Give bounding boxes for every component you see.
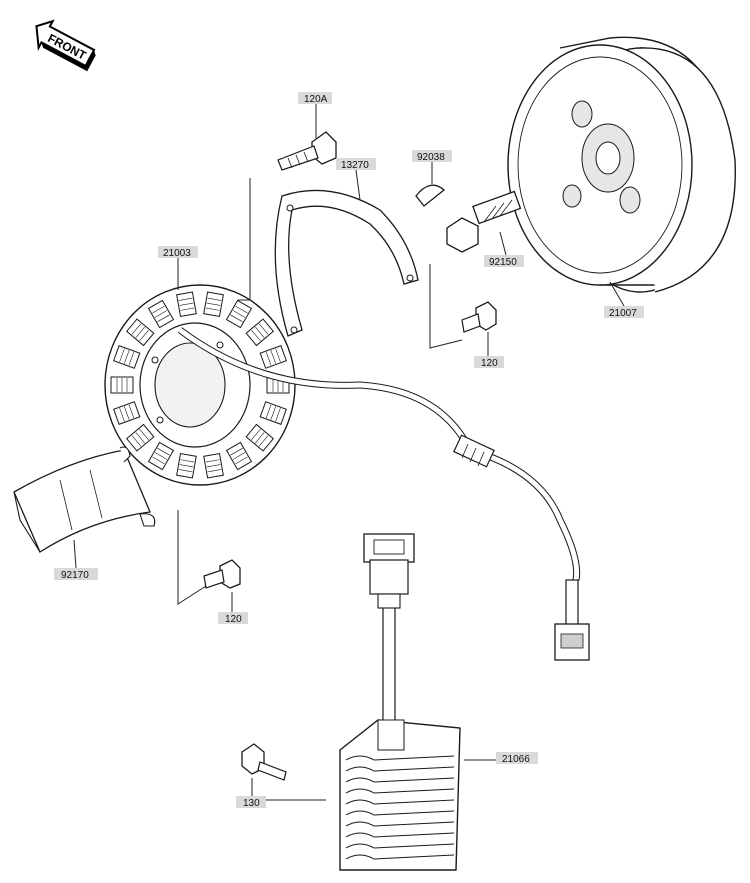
stator-winding-line <box>154 310 168 318</box>
stator-winding-line <box>255 326 265 338</box>
part-label-130[interactable]: 130 <box>236 796 266 809</box>
stator-winding-line <box>206 302 221 306</box>
regulator-fin <box>345 854 455 860</box>
part-label-92170[interactable]: 92170 <box>54 568 98 581</box>
stator-plate <box>274 189 419 337</box>
svg-text:21066: 21066 <box>502 754 530 765</box>
stator-winding-line <box>131 435 142 447</box>
regulator-fin <box>345 755 455 761</box>
part-label-120-lower[interactable]: 120 <box>218 612 248 625</box>
part-label-21007[interactable]: 21007 <box>604 306 644 319</box>
stator-winding-line <box>154 452 168 460</box>
stator-winding-line <box>258 435 269 447</box>
svg-text:120: 120 <box>481 358 498 369</box>
woodruff-key <box>415 184 446 207</box>
stator-winding-line <box>119 348 125 362</box>
regulator-rectifier <box>339 533 461 871</box>
stator-winding-line <box>152 305 165 314</box>
part-label-21003[interactable]: 21003 <box>158 246 198 259</box>
svg-text:92150: 92150 <box>489 257 517 268</box>
stator-winding-line <box>258 323 269 335</box>
stator-winding-line <box>265 351 272 366</box>
stator-winding-line <box>135 432 145 444</box>
svg-text:120: 120 <box>225 614 242 625</box>
svg-text:120A: 120A <box>304 94 328 105</box>
stator-winding-line <box>135 326 145 338</box>
stator-winding-line <box>206 464 221 468</box>
bolt-120a <box>277 131 337 171</box>
regulator-fin <box>345 832 455 838</box>
stator-winding-line <box>128 351 135 366</box>
part-label-21066[interactable]: 21066 <box>496 752 538 765</box>
stator-winding-line <box>270 406 276 420</box>
stator-winding-line <box>230 314 243 323</box>
regulator-fin <box>345 766 455 772</box>
stator-winding-line <box>139 428 149 441</box>
regulator-fin <box>345 821 455 827</box>
regulator-fin <box>345 810 455 816</box>
stator-winding-line <box>128 404 135 419</box>
front-arrow-icon: FRONT <box>35 19 96 72</box>
svg-text:21003: 21003 <box>163 248 191 259</box>
stator-winding-line <box>255 432 265 444</box>
regulator-fin <box>345 799 455 805</box>
stator-winding-line <box>232 310 246 318</box>
stator-winding-line <box>157 447 170 456</box>
stator-winding-line <box>207 297 222 301</box>
leader-lines <box>73 104 625 801</box>
stator-winding-line <box>205 459 220 463</box>
stator-winding-line <box>124 350 130 364</box>
part-label-92038[interactable]: 92038 <box>412 150 452 163</box>
stator-winding-line <box>232 452 246 460</box>
svg-text:92170: 92170 <box>61 570 89 581</box>
stator-winding-line <box>178 469 193 473</box>
stator-winding-line <box>179 302 194 306</box>
stator-winding-line <box>179 464 194 468</box>
stator-winding-line <box>180 307 195 311</box>
svg-text:13270: 13270 <box>341 160 369 171</box>
part-label-120-upper[interactable]: 120 <box>474 356 504 369</box>
stator-winding-line <box>275 348 281 362</box>
stator-winding-line <box>275 408 281 422</box>
part-label-120a[interactable]: 120A <box>298 92 332 105</box>
bolt-130 <box>241 743 287 781</box>
stator-winding-line <box>119 408 125 422</box>
stator-winding-line <box>139 329 149 342</box>
stator-winding-line <box>131 323 142 335</box>
regulator-fin <box>345 788 455 794</box>
stator-coil <box>104 284 296 486</box>
bolt-120-lower <box>203 559 241 589</box>
stator-winding-line <box>124 406 130 420</box>
svg-text:130: 130 <box>243 798 260 809</box>
stator-winding-line <box>152 456 165 465</box>
svg-text:21007: 21007 <box>609 308 637 319</box>
part-label-92150[interactable]: 92150 <box>484 255 524 268</box>
stator-winding-line <box>205 307 220 311</box>
stator-winding-line <box>180 459 195 463</box>
stator-wire <box>177 327 590 661</box>
stator-winding-line <box>251 428 261 441</box>
wire-cover <box>13 446 156 553</box>
stator-winding-line <box>270 350 276 364</box>
flywheel-bolt <box>446 190 522 253</box>
stator-winding-line <box>207 469 222 473</box>
stator-winding-line <box>235 456 248 465</box>
bolt-120-upper <box>461 301 497 333</box>
stator-winding-line <box>235 305 248 314</box>
regulator-fin <box>345 777 455 783</box>
svg-text:92038: 92038 <box>417 152 445 163</box>
stator-winding-line <box>178 297 193 301</box>
stator-winding-line <box>230 447 243 456</box>
stator-winding-line <box>251 329 261 342</box>
regulator-fin <box>345 843 455 849</box>
stator-winding-line <box>157 314 170 323</box>
flywheel-rotor <box>507 36 736 293</box>
stator-winding-line <box>265 404 272 419</box>
part-label-13270[interactable]: 13270 <box>336 158 376 171</box>
